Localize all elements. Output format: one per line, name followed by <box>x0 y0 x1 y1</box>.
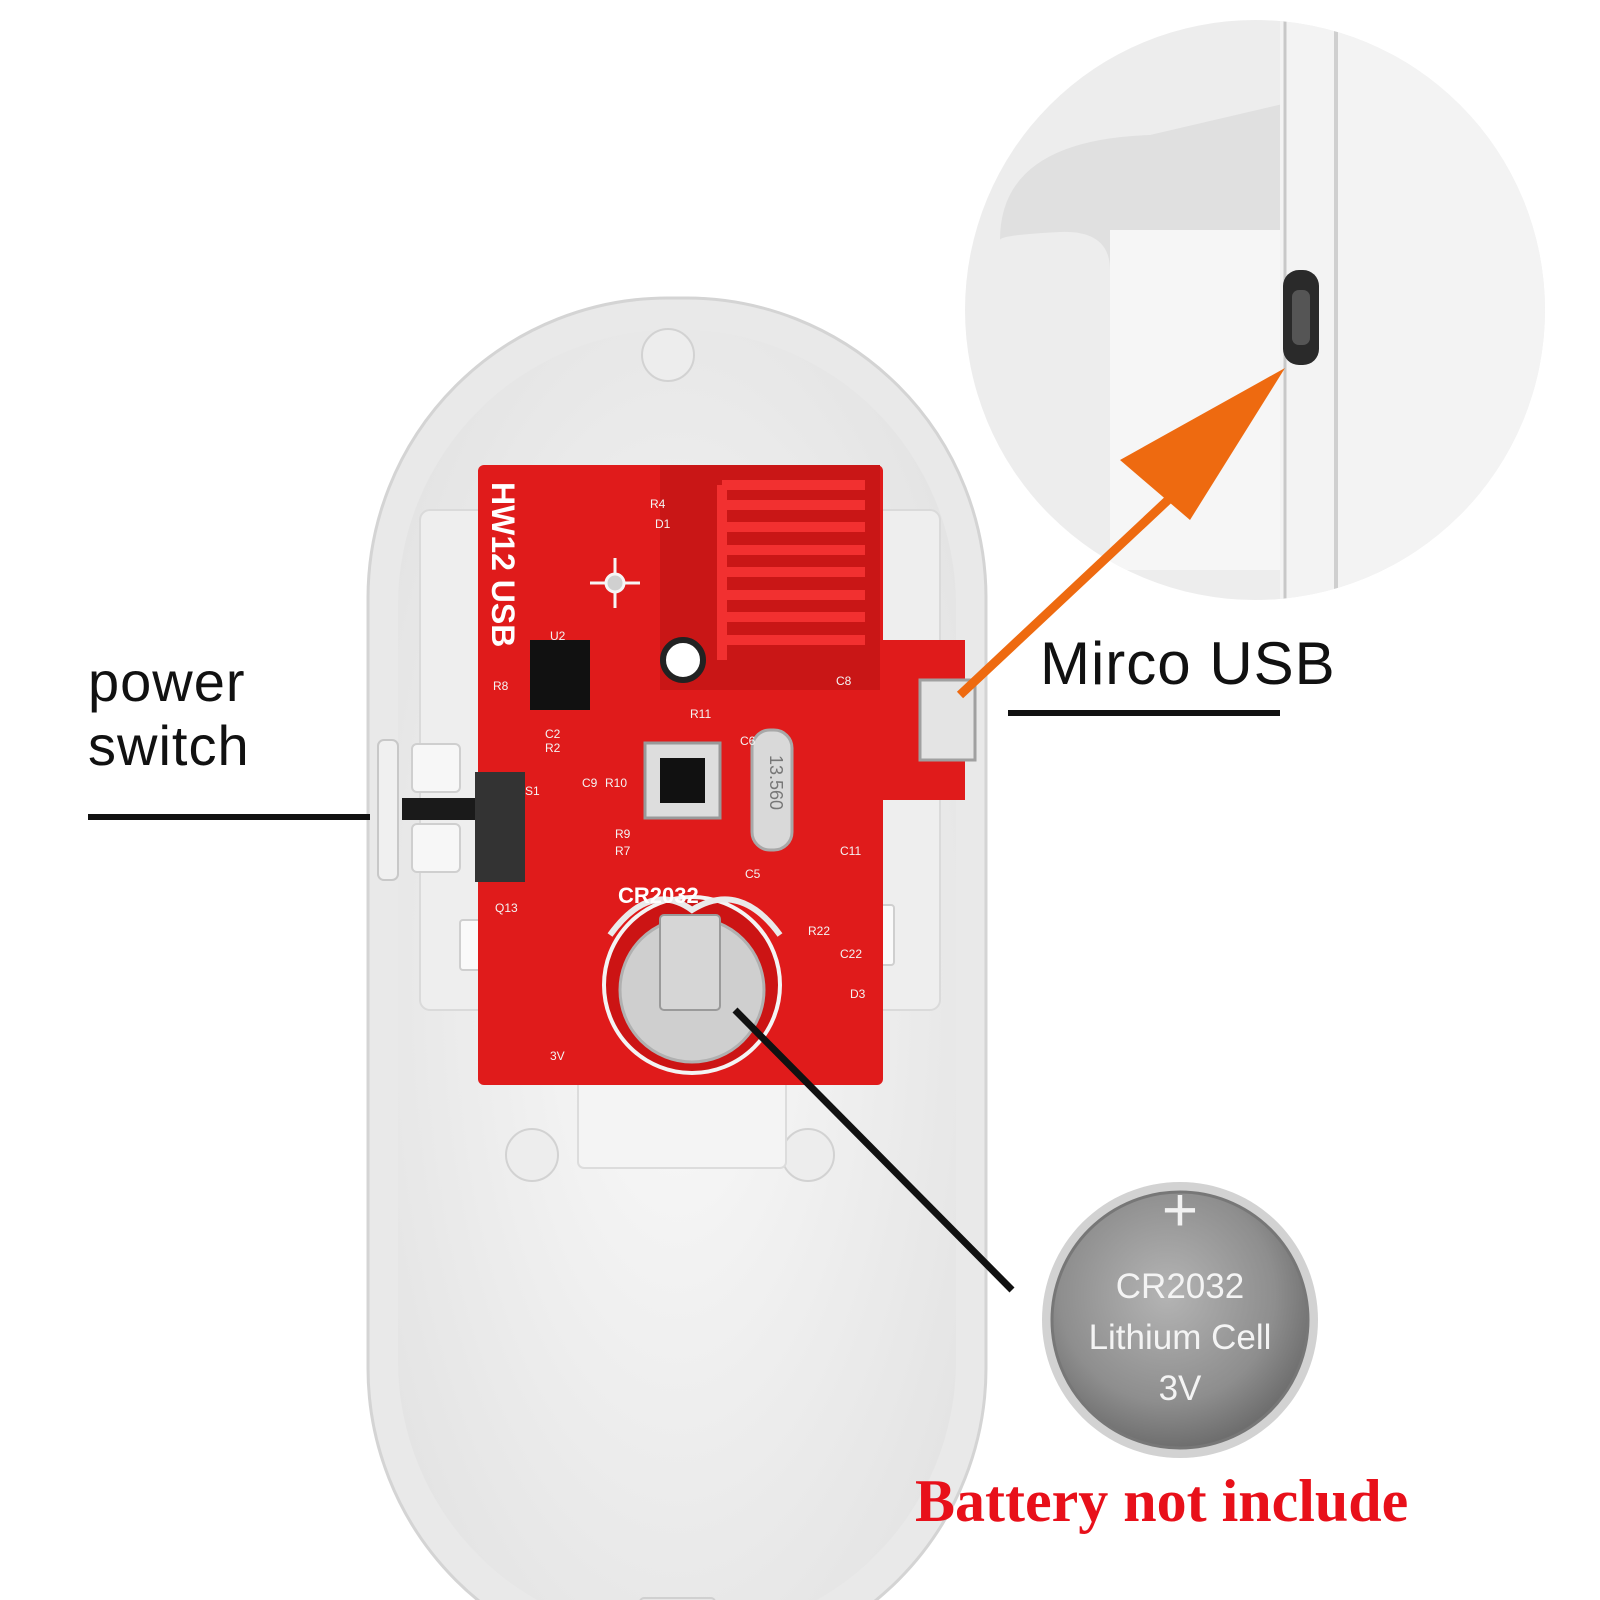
pcb-ref-r11: R11 <box>690 707 711 721</box>
orange-callout-arrow <box>956 368 1285 699</box>
pcb-ref-c5: C5 <box>745 867 761 881</box>
cell-model-text: CR2032 <box>1115 1267 1245 1306</box>
cell-type-text: Lithium Cell <box>1088 1318 1272 1357</box>
pcb-ref-c8: C8 <box>836 674 852 688</box>
pcb-ref-3v: 3V <box>550 1049 565 1063</box>
pcb-silkscreen: R4 D1 U2 R8 C2 R2 R11 C6 C8 S1 C9 R10 R9… <box>493 497 866 1063</box>
battery-holder-label: CR2032 <box>618 883 699 908</box>
pcb-ref-c9: C9 <box>582 776 598 790</box>
pcb-model-label: HW12 USB <box>485 482 521 647</box>
cell-voltage-text: 3V <box>1158 1369 1202 1408</box>
pcb-ref-u2: U2 <box>550 629 566 643</box>
pcb-mount-hole <box>660 637 706 683</box>
pcb-ref-r8: R8 <box>493 679 509 693</box>
pcb-ref-c22: C22 <box>840 947 862 961</box>
crystal-label: 13.560 <box>766 755 786 810</box>
pcb-ref-c11: C11 <box>840 844 861 858</box>
power-label-line2: switch <box>88 714 250 777</box>
battery-leader <box>732 1007 1015 1293</box>
power-label-line1: power <box>88 650 246 713</box>
micro-usb-label: Mirco USB <box>1040 630 1336 697</box>
pcb-ref-r7: R7 <box>615 844 631 858</box>
chip-u2 <box>530 640 590 710</box>
pcb-ref-d1: D1 <box>655 517 671 531</box>
power-switch-label: power switch <box>88 650 250 778</box>
pcb-ref-r4: R4 <box>650 497 666 511</box>
pcb-ref-d3: D3 <box>850 987 866 1001</box>
pcb-antenna <box>717 480 865 660</box>
coin-cell-battery <box>1042 1182 1318 1458</box>
pcb-ref-c6: C6 <box>740 734 756 748</box>
pcb-ref-r9: R9 <box>615 827 631 841</box>
pcb-ref-r10: R10 <box>605 776 627 790</box>
pcb-ref-r22: R22 <box>808 924 830 938</box>
pcb-ref-q13: Q13 <box>495 901 518 915</box>
pcb-fiducial <box>590 558 640 608</box>
crystal-oscillator <box>750 728 794 852</box>
slide-switch-s1 <box>475 772 525 882</box>
plus-icon: + <box>1161 1176 1199 1245</box>
pcb-ref-r2: R2 <box>545 741 561 755</box>
battery-not-included-note: Battery not include <box>915 1468 1409 1534</box>
pcb-ref-c2: C2 <box>545 727 561 741</box>
usb-zoom-inset <box>965 20 1545 600</box>
power-switch[interactable] <box>377 739 480 881</box>
pcb-ref-s1: S1 <box>525 784 540 798</box>
